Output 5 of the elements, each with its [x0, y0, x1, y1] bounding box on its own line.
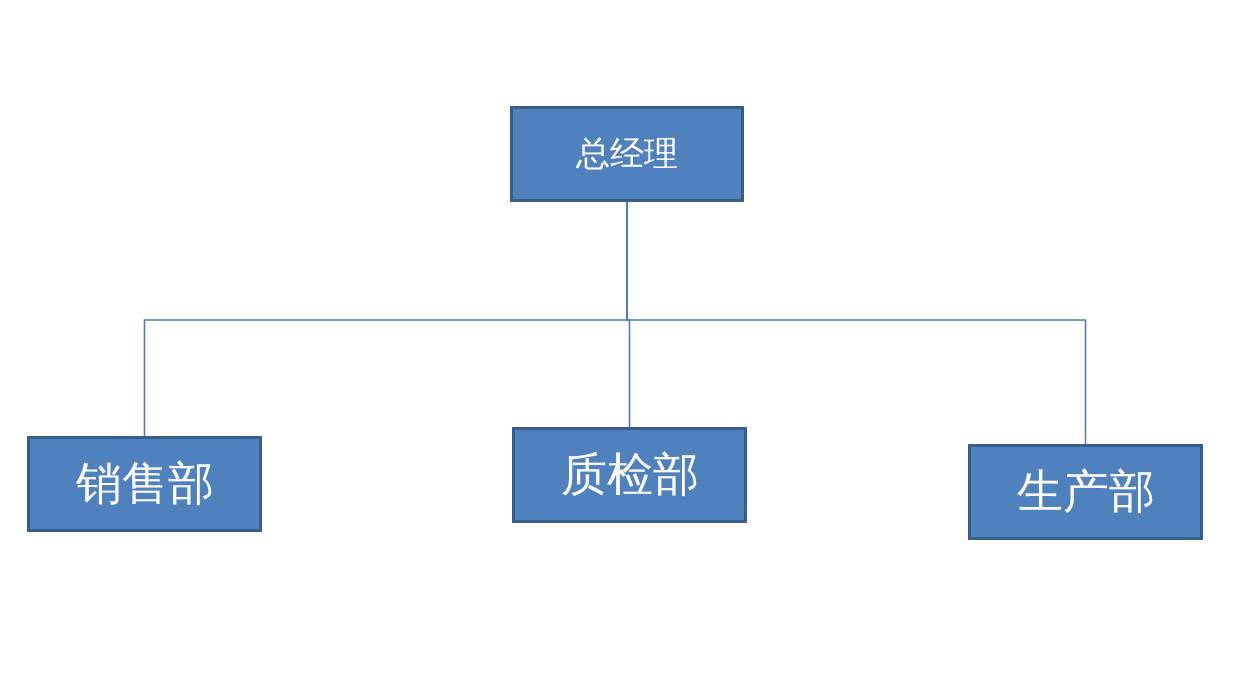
department-box: 总经理: [510, 106, 744, 202]
department-box: 生产部: [968, 444, 1203, 540]
connector-line: [626, 201, 1087, 445]
department-box: 销售部: [27, 436, 262, 532]
department-box: 质检部: [512, 427, 747, 523]
